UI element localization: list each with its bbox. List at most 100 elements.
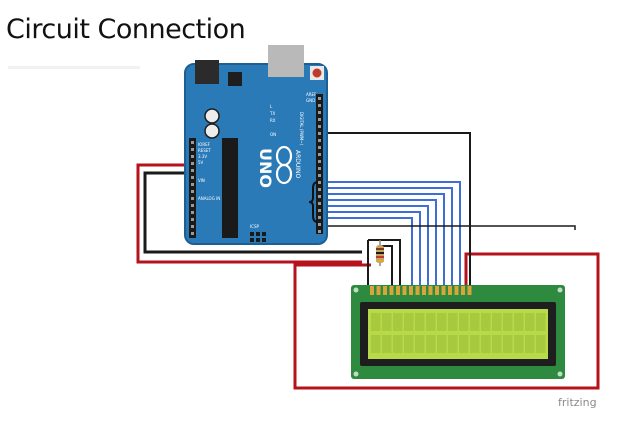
wire-5v-to-breadboard [136,163,362,264]
aref-label: AREF [306,92,317,97]
lcd-pin [383,286,387,295]
wires [136,132,600,390]
header-pin [318,153,321,156]
lcd-character-cell [525,335,535,353]
lcd-character-cell [514,335,524,353]
pcb-body [185,64,327,244]
lcd-character-cell [404,313,414,331]
lcd-character-cell [470,313,480,331]
analog-label: ANALOG IN [198,196,220,201]
wire-d2 [326,211,421,288]
header-pin [318,216,321,219]
digital-header-strip [316,94,323,234]
lcd-pin [396,286,400,295]
icsp-pin [250,232,254,236]
lcd-character-cell [437,335,447,353]
header-pin [318,174,321,177]
wire-d12 [326,181,461,288]
lcd-pin [409,286,413,295]
lcd-character-cell [459,335,469,353]
header-pin [191,162,194,165]
lcd-character-cell [371,335,381,353]
resistor-band-3 [376,256,384,258]
icsp-header [250,232,266,242]
icsp-pin [262,232,266,236]
header-pin [191,204,194,207]
gnd-label: GND [306,98,315,103]
wire-d5 [326,193,445,288]
header-pin [318,132,321,135]
power-jack [195,60,219,84]
lcd-pin [402,286,407,295]
lcd-pin [448,286,452,295]
wire-d4 [326,199,437,288]
lcd-pin [422,286,426,295]
power-header [189,138,196,238]
wire-resistor-right [380,245,393,288]
v5-label: 5V [198,160,204,165]
l-label: L [270,104,273,109]
header-pin [318,160,321,163]
lcd-character-cell [492,335,502,353]
header-pin [318,195,321,198]
icsp-pin [256,232,260,236]
header-pin [318,118,321,121]
mount-hole-br [557,371,563,377]
lcd-character-cell [448,313,458,331]
header-pin [191,155,194,158]
header-pin [318,223,321,226]
rx-label: RX [270,118,276,123]
wire-d11 [326,187,453,288]
lcd-pin [467,286,472,295]
lcd-character-cell [382,313,392,331]
title-shadow [8,66,140,69]
lcd-character-cell [514,313,524,331]
lcd-character-cell [536,313,546,331]
pin-group-brace [308,181,319,223]
lcd-character-cell [426,335,436,353]
pcb-outline [184,63,328,245]
mount-hole-bl [353,371,359,377]
lcd-pin [370,286,374,295]
reset-button [312,68,322,78]
lcd-character-cell [481,313,491,331]
wire-gnd-top [326,132,471,288]
capacitor-2 [204,123,220,139]
lcd-character-cell [459,313,469,331]
lcd-pin [428,286,433,295]
lcd-character-cell [536,335,546,353]
header-pin [318,230,321,233]
lcd-character-cell [492,313,502,331]
resistor-band-2 [376,252,384,254]
header-pin [191,190,194,193]
header-pin [191,225,194,228]
atmega-chip [222,138,238,238]
lcd-pin [415,286,420,295]
lcd-pin [441,286,446,295]
header-pin [191,183,194,186]
lcd-pin-header [370,286,472,295]
wire-rs [326,217,413,288]
mount-hole-tl [353,287,359,293]
icsp-pin [250,238,254,242]
lcd-character-cell [426,313,436,331]
lcd-module [351,285,565,379]
lcd-character-grid [371,313,546,353]
vin-label: VIN [198,178,205,183]
lcd-character-cell [393,313,403,331]
lcd-pin [376,286,381,295]
header-pin [191,211,194,214]
brand-label: ARDUINO [294,150,301,179]
wire-resistor-gnd [368,239,401,288]
header-pin [191,197,194,200]
icsp-label: ICSP [250,224,260,229]
header-pin [318,167,321,170]
reset-label: RESET [198,148,211,153]
header-pin [191,141,194,144]
fritzing-watermark: fritzing [558,396,597,409]
resistor-band-1 [376,248,384,250]
lcd-pin [454,286,459,295]
lcd-character-cell [382,335,392,353]
header-pin [318,202,321,205]
digital-header-label: DIGITAL (PWM~) [299,112,304,146]
